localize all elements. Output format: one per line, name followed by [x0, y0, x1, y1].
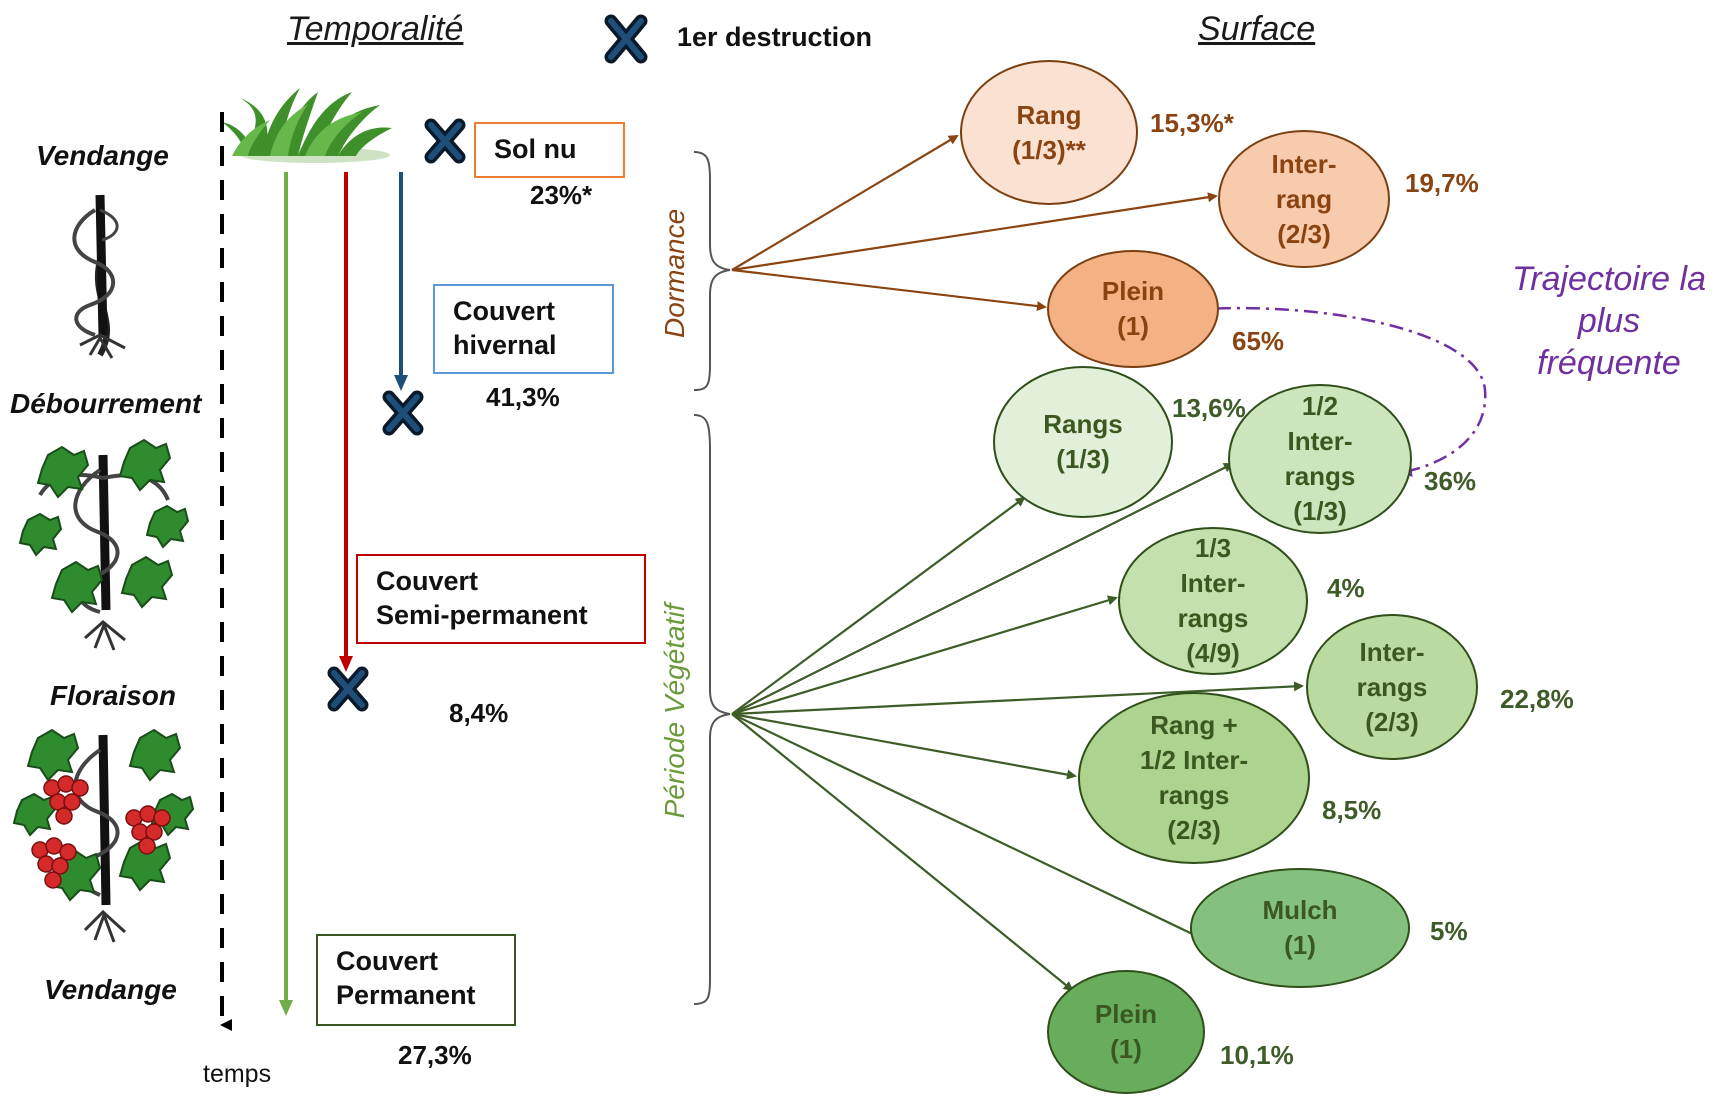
legend-label: 1er destruction [677, 22, 873, 52]
hivernal-arrowhead [394, 375, 408, 391]
arrow-to-plein-dormance [731, 268, 1047, 312]
arrow-to-rangs [731, 496, 1026, 715]
grass-icon [222, 88, 392, 163]
node-plein-dormance: Plein (1) [1047, 250, 1219, 368]
vine-budding-icon [18, 438, 190, 651]
node-inter-rangs: Inter- rangs (2/3) [1306, 614, 1478, 760]
node-rang-half-inter-pct: 8,5% [1322, 795, 1382, 825]
node-inter-rang: Inter- rang (2/3) [1218, 130, 1390, 268]
arrow-to-rang-half-inter [731, 712, 1077, 780]
arrow-to-inter-rangs [731, 681, 1304, 716]
stage-label-vendange-start: Vendange [36, 140, 169, 171]
dormance-brace [693, 151, 731, 391]
node-rang-half-inter: Rang + 1/2 Inter- rangs (2/3) [1078, 692, 1310, 864]
permanent-arrowhead [279, 1000, 293, 1016]
node-half-inter-rangs-pct: 36% [1424, 466, 1477, 496]
cover-box-sol-nu: Sol nu [474, 122, 625, 178]
semi-permanent-arrowhead [339, 656, 353, 672]
arrow-to-inter-rang [731, 192, 1218, 272]
node-inter-rang-pct: 19,7% [1405, 168, 1479, 198]
node-rang: Rang (1/3)** [960, 60, 1138, 205]
stage-label-vendange-end: Vendange [44, 974, 177, 1005]
node-mulch-pct: 5% [1430, 916, 1468, 946]
vine-flowering-icon [12, 728, 195, 943]
x-mark-icon [424, 118, 466, 164]
cover-box-semi-permanent: Couvert Semi-permanent [356, 554, 646, 644]
period-label-dormance: Dormance [659, 208, 690, 338]
arrow-to-rang [731, 134, 959, 271]
vine-dormant-icon [72, 194, 126, 359]
node-mulch: Mulch (1) [1190, 868, 1410, 988]
arrow-to-mulch [731, 713, 1207, 942]
node-half-inter-rangs: 1/2 Inter- rangs (1/3) [1228, 384, 1412, 534]
node-inter-rangs-pct: 22,8% [1500, 684, 1574, 714]
header-temporalite: Temporalité [287, 10, 464, 48]
cover-box-hivernal: Couvert hivernal [433, 284, 614, 374]
node-rangs: Rangs (1/3) [993, 366, 1173, 518]
cover-pct-permanent: 27,3% [398, 1040, 472, 1070]
x-mark-icon [604, 14, 648, 64]
header-surface: Surface [1198, 10, 1316, 48]
node-plein-vegetatif-pct: 10,1% [1220, 1040, 1294, 1070]
x-mark-icon [327, 666, 369, 712]
cover-pct-hivernal: 41,3% [486, 382, 560, 412]
trajectory-label: Trajectoire la plus fréquente [1512, 260, 1706, 382]
time-axis-label: temps [203, 1060, 272, 1088]
cover-box-permanent: Couvert Permanent [316, 934, 516, 1026]
vegetatif-brace [693, 414, 731, 1005]
cover-pct-semi-permanent: 8,4% [449, 698, 509, 728]
node-plein-vegetatif: Plein (1) [1047, 970, 1205, 1094]
period-label-vegetatif: Période Végétatif [659, 603, 690, 819]
arrow-to-plein-vegetatif [731, 713, 1074, 992]
node-third-inter-rangs: 1/3 Inter- rangs (4/9) [1118, 527, 1308, 675]
arrow-to-third-inter-rangs [731, 595, 1118, 716]
node-rangs-pct: 13,6% [1172, 393, 1246, 423]
vegetatif-connectors [731, 463, 1304, 992]
node-rang-pct: 15,3%* [1150, 108, 1234, 138]
node-plein-dormance-pct: 65% [1232, 326, 1285, 356]
node-third-inter-rangs-pct: 4% [1327, 573, 1365, 603]
dormance-connectors [731, 134, 1218, 312]
stage-label-debourrement: Débourrement [10, 388, 202, 419]
x-mark-icon [382, 390, 424, 436]
trajectory-curve [1187, 306, 1487, 477]
stage-label-floraison: Floraison [50, 680, 177, 711]
cover-pct-sol-nu: 23%* [530, 180, 593, 210]
arrow-to-half-inter-rangs [731, 463, 1234, 715]
